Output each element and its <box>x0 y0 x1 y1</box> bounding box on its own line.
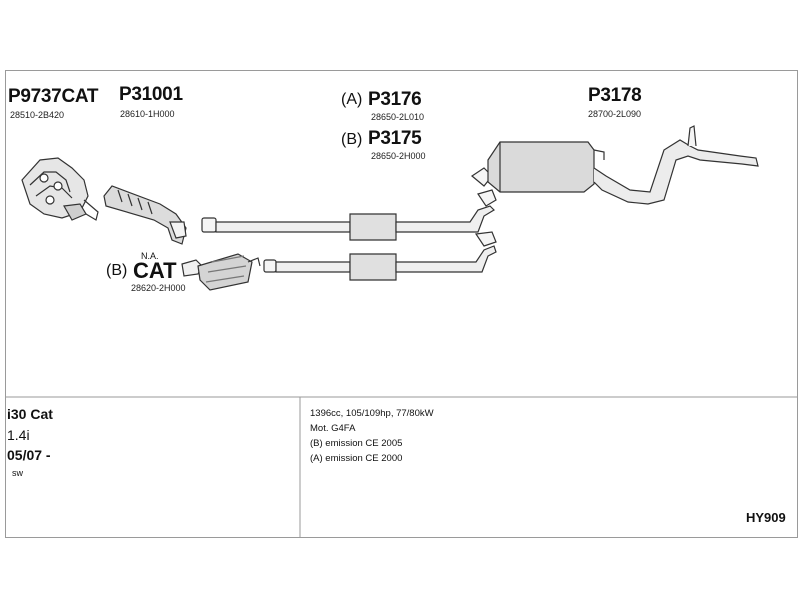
middle-silencer-b-part <box>263 231 497 281</box>
spec-line: (A) emission CE 2000 <box>310 453 403 464</box>
middle-b-variant: (B) <box>341 131 363 148</box>
rear-oem-number: 28700-2L090 <box>588 109 642 119</box>
front-pipe-part <box>103 185 187 245</box>
middle-b-part-number: P3175 <box>368 128 422 149</box>
exhaust-manifold-part <box>21 157 99 221</box>
middle-silencer-a-part <box>201 189 497 241</box>
front-pipe-part-number: P31001 <box>119 84 183 105</box>
catalyst-part-number: CAT <box>133 258 177 283</box>
diagram-frame <box>5 70 798 538</box>
catalyst-variant: (B) <box>106 262 128 279</box>
vehicle-body: sw <box>12 468 23 478</box>
spec-line: 1396cc, 105/109hp, 77/80kW <box>310 408 434 419</box>
front-pipe-oem-number: 28610-1H000 <box>120 109 175 119</box>
catalyst-note: N.A. <box>141 251 159 261</box>
manifold-part-number: P9737CAT <box>8 86 99 107</box>
middle-a-oem-number: 28650-2L010 <box>371 112 425 122</box>
vehicle-engine: 1.4i <box>7 427 30 443</box>
middle-b-oem-number: 28650-2H000 <box>371 151 426 161</box>
vehicle-years: 05/07 - <box>7 447 51 463</box>
rear-part-number: P3178 <box>588 85 642 106</box>
middle-a-part-number: P3176 <box>368 89 422 110</box>
manifold-oem-number: 28510-2B420 <box>10 110 65 120</box>
middle-a-variant: (A) <box>341 91 363 108</box>
vehicle-name: i30 Cat <box>7 406 53 422</box>
spec-line: (B) emission CE 2005 <box>310 438 403 449</box>
rear-silencer-part <box>470 125 759 205</box>
catalyst-part <box>181 253 261 291</box>
spec-line: Mot. G4FA <box>310 423 356 434</box>
reference-code: HY909 <box>746 510 786 525</box>
catalyst-oem-number: 28620-2H000 <box>131 283 186 293</box>
